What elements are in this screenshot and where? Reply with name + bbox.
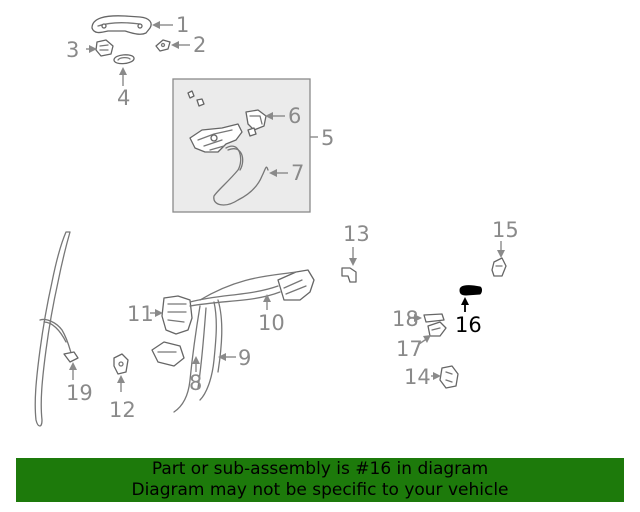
part-11-latch (161, 295, 193, 335)
part-4-gasket (113, 54, 135, 65)
part-5-lock-actuator (189, 123, 243, 153)
part-17-clip (427, 321, 447, 337)
callout-1: 1 (176, 13, 189, 37)
callout-8: 8 (189, 371, 202, 395)
callout-7: 7 (291, 161, 304, 185)
part-14-cover (439, 365, 459, 389)
part-1-outside-handle (91, 15, 152, 35)
parts-diagram: 1 2 3 4 5 6 (34, 13, 519, 427)
part-16-highlighted (459, 285, 482, 296)
callout-4: 4 (117, 86, 130, 110)
part-9-cable (199, 299, 223, 401)
callout-16: 16 (455, 313, 482, 337)
part-15-bracket (491, 257, 507, 277)
callout-18: 18 (392, 307, 419, 331)
callout-9: 9 (238, 346, 251, 370)
part-2-gasket (155, 39, 171, 52)
part-6-bracket (245, 109, 267, 137)
part-18-pad (423, 313, 445, 323)
part-3-cap (95, 39, 114, 57)
callout-12: 12 (109, 398, 136, 422)
callout-10: 10 (258, 311, 285, 335)
callout-17: 17 (396, 337, 423, 361)
callout-5: 5 (321, 126, 334, 150)
banner-line-2: Diagram may not be specific to your vehi… (131, 480, 509, 500)
callout-11: 11 (127, 302, 154, 326)
callout-14: 14 (404, 365, 431, 389)
part-10-lock-assembly (189, 269, 315, 307)
callout-15: 15 (492, 218, 519, 242)
callout-3: 3 (66, 38, 79, 62)
part-12-clip (113, 353, 129, 375)
part-13-rod-clip (341, 267, 357, 283)
part-19-channel (34, 231, 79, 427)
info-banner: Part or sub-assembly is #16 in diagram D… (16, 458, 624, 502)
callout-6: 6 (288, 104, 301, 128)
part-5-small-clips (187, 90, 205, 107)
callout-19: 19 (66, 381, 93, 405)
banner-line-1: Part or sub-assembly is #16 in diagram (151, 459, 489, 479)
callout-13: 13 (343, 222, 370, 246)
part-8-inside-handle-cable (151, 305, 207, 413)
callout-2: 2 (193, 33, 206, 57)
part-7-cable (213, 145, 269, 206)
